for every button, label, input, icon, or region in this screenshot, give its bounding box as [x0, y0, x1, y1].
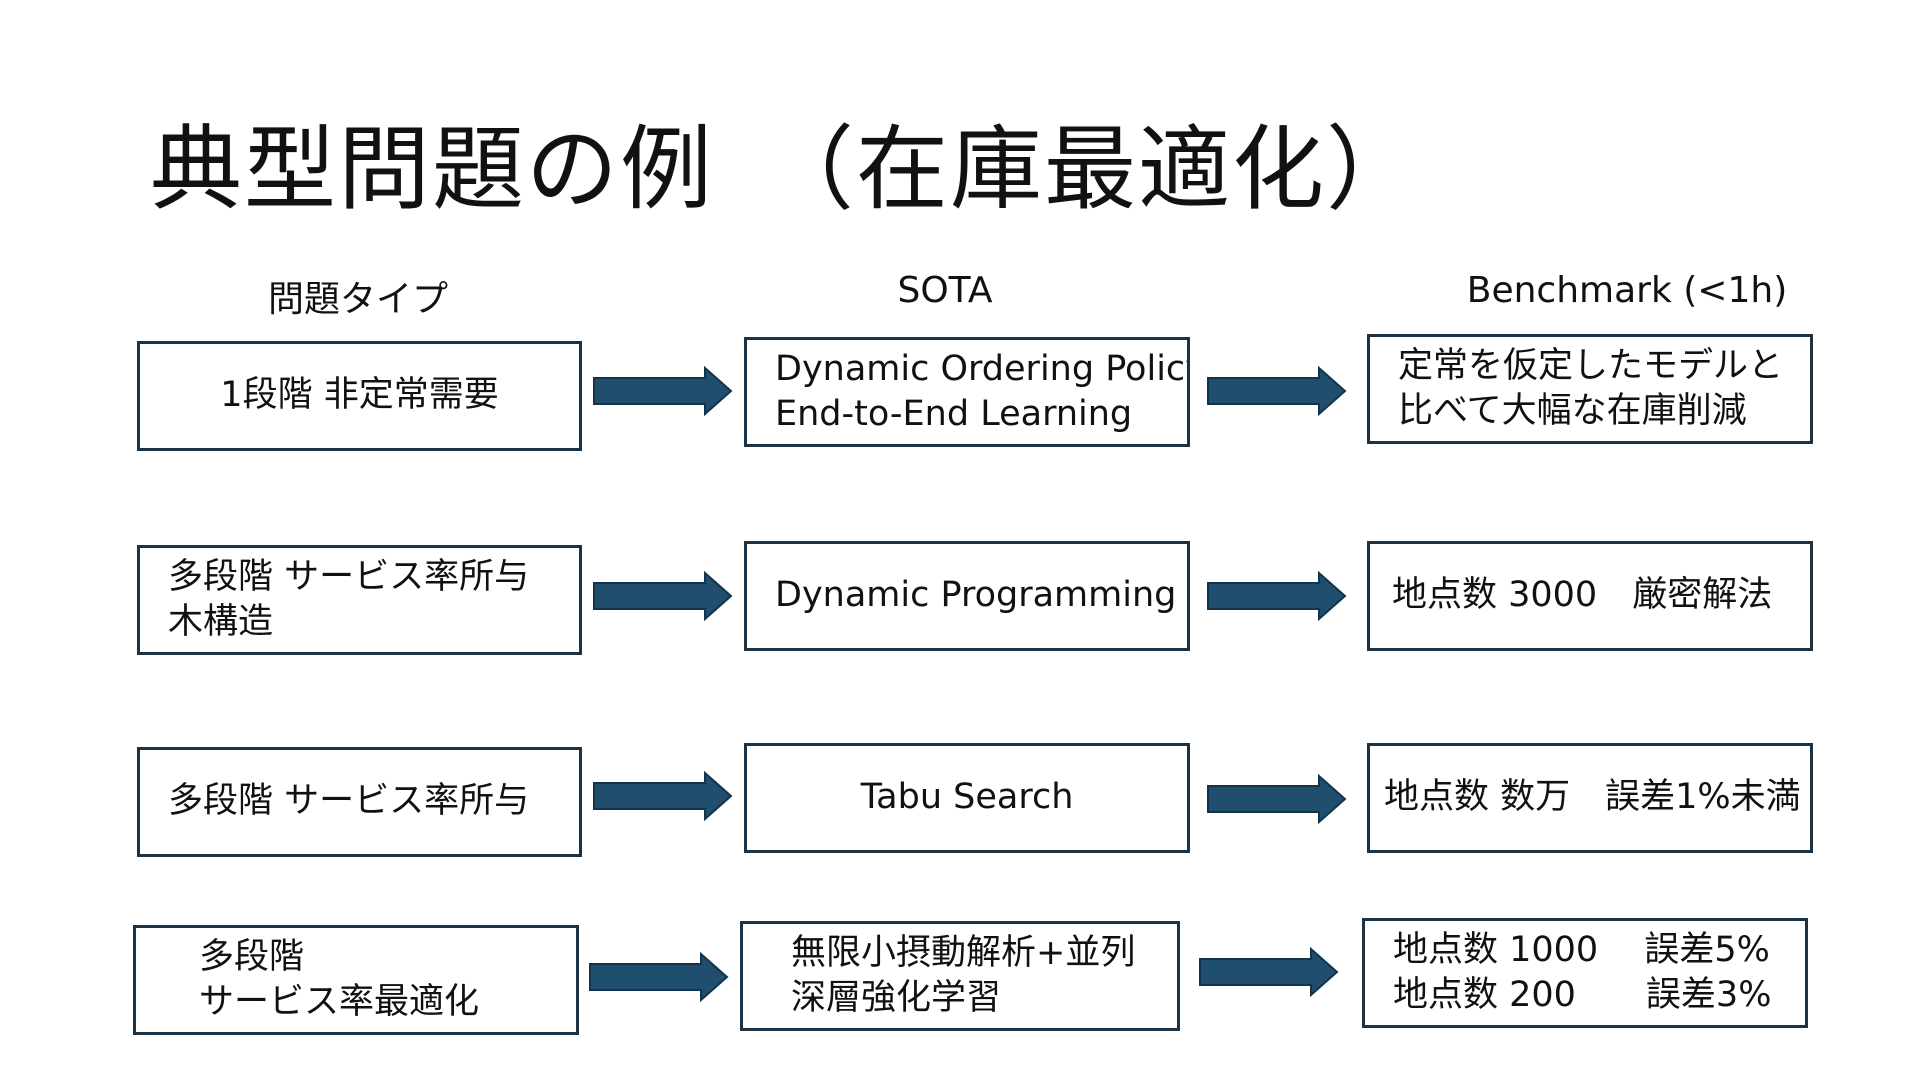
- sota-box-1: Dynamic Ordering Policy End-to-End Learn…: [744, 337, 1190, 447]
- type-box-3-line-1: 多段階 サービス率所与: [168, 781, 530, 822]
- slide-title: 典型問題の例 （在庫最適化）: [150, 116, 1421, 223]
- arrow-3b: [1207, 774, 1347, 824]
- arrow-1b: [1207, 366, 1347, 416]
- bench-box-3: 地点数 数万 誤差1%未満: [1367, 743, 1813, 853]
- type-box-4-line-2: サービス率最適化: [199, 982, 480, 1022]
- sota-box-3: Tabu Search: [744, 743, 1190, 853]
- bench-box-1: 定常を仮定したモデルと 比べて大幅な在庫削減: [1367, 334, 1813, 444]
- arrow-2a: [593, 571, 733, 621]
- type-box-3: 多段階 サービス率所与: [137, 747, 582, 857]
- bench-box-1-line-2: 比べて大幅な在庫削減: [1398, 391, 1747, 431]
- bench-box-4-line-1: 地点数 1000 誤差5%: [1393, 929, 1770, 970]
- bench-box-4-line-2: 地点数 200 誤差3%: [1393, 975, 1772, 1015]
- sota-box-4: 無限小摂動解析+並列 深層強化学習: [740, 921, 1180, 1031]
- sota-box-2: Dynamic Programming: [744, 541, 1190, 651]
- type-box-2: 多段階 サービス率所与 木構造: [137, 545, 582, 655]
- bench-box-2: 地点数 3000 厳密解法: [1367, 541, 1813, 651]
- bench-box-1-line-1: 定常を仮定したモデルと: [1398, 345, 1784, 386]
- bench-box-2-line-1: 地点数 3000 厳密解法: [1392, 575, 1773, 616]
- sota-box-1-line-1: Dynamic Ordering Policy: [775, 348, 1190, 389]
- type-box-4-line-1: 多段階: [199, 936, 305, 977]
- sota-box-3-line-1: Tabu Search: [860, 777, 1074, 818]
- type-box-2-line-2: 木構造: [168, 602, 274, 642]
- header-sota: SOTA: [897, 270, 993, 311]
- header-problem-type: 問題タイプ: [267, 279, 449, 320]
- arrow-1a: [593, 366, 733, 416]
- type-box-1: 1段階 非定常需要: [137, 341, 582, 451]
- header-benchmark: Benchmark (<1h): [1466, 270, 1788, 311]
- sota-box-4-line-1: 無限小摂動解析+並列: [791, 932, 1136, 973]
- type-box-2-line-1: 多段階 サービス率所与: [168, 556, 530, 597]
- arrow-3a: [593, 771, 733, 821]
- arrow-4a: [589, 952, 729, 1002]
- bench-box-4: 地点数 1000 誤差5% 地点数 200 誤差3%: [1362, 918, 1808, 1028]
- arrow-4b: [1199, 947, 1339, 997]
- bench-box-3-line-1: 地点数 数万 誤差1%未満: [1384, 777, 1801, 818]
- sota-box-4-line-2: 深層強化学習: [791, 978, 1002, 1018]
- arrow-2b: [1207, 571, 1347, 621]
- sota-box-2-line-1: Dynamic Programming: [775, 575, 1177, 616]
- type-box-4: 多段階 サービス率最適化: [133, 925, 579, 1035]
- type-box-1-line-1: 1段階 非定常需要: [220, 375, 499, 416]
- sota-box-1-line-2: End-to-End Learning: [775, 394, 1133, 434]
